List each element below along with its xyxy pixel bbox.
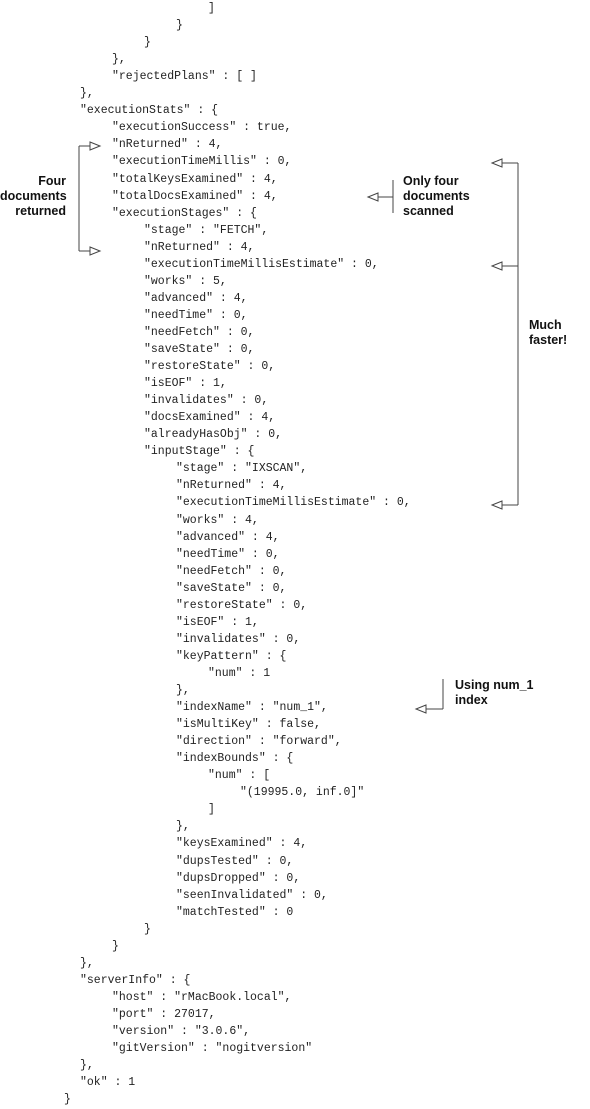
code-line: }: [144, 922, 151, 936]
code-line: "num" : [: [208, 769, 271, 783]
code-line: "nReturned" : 4,: [144, 240, 255, 254]
code-line: "port" : 27017,: [112, 1007, 216, 1021]
code-line: "version" : "3.0.6",: [112, 1025, 251, 1038]
code-line: "ok" : 1: [80, 1076, 136, 1090]
code-line: "(19995.0, inf.0]": [240, 786, 365, 800]
code-line: },: [80, 1059, 94, 1073]
callout-using-num-1-index: Using num_1 index: [455, 678, 534, 708]
code-line: "totalDocsExamined" : 4,: [112, 189, 278, 203]
code-line: "works" : 5,: [144, 274, 227, 288]
four-docs-arrowhead-top: [89, 141, 102, 151]
code-line: "rejectedPlans" : [ ]: [112, 70, 257, 84]
much-faster-arrowhead-3: [490, 500, 503, 510]
four-docs-arrowhead-bottom: [89, 246, 102, 256]
callout-line: documents: [403, 189, 470, 203]
code-line: "direction" : "forward",: [176, 735, 342, 749]
code-line: "saveState" : 0,: [144, 343, 255, 356]
callout-line: Using num_1: [455, 678, 534, 692]
code-line: "num" : 1: [208, 666, 271, 680]
code-line: "advanced" : 4,: [144, 291, 248, 305]
code-line: "indexName" : "num_1",: [176, 701, 328, 715]
code-line: "executionStats" : {: [80, 104, 219, 118]
code-line: "invalidates" : 0,: [176, 632, 301, 646]
code-line: "keysExamined" : 4,: [176, 837, 308, 851]
code-line: "needFetch" : 0,: [144, 325, 255, 339]
code-line: "nReturned" : 4,: [176, 479, 287, 493]
code-line: "executionStages" : {: [112, 206, 257, 220]
using-index-arrowhead: [414, 704, 427, 714]
callout-line: scanned: [403, 204, 454, 218]
code-line: "works" : 4,: [176, 513, 259, 527]
code-line: "matchTested" : 0: [176, 905, 294, 919]
code-line: "inputStage" : {: [144, 445, 255, 459]
code-line: "restoreState" : 0,: [144, 360, 276, 374]
code-line: "serverInfo" : {: [80, 973, 191, 987]
code-line: "stage" : "FETCH",: [144, 223, 269, 237]
callout-line: returned: [15, 204, 66, 218]
code-line: "saveState" : 0,: [176, 581, 287, 595]
callout-line: faster!: [529, 333, 568, 347]
code-line: ]: [208, 2, 215, 15]
code-line: "advanced" : 4,: [176, 530, 280, 544]
code-line: "indexBounds" : {: [176, 752, 294, 766]
code-line: }: [64, 1093, 71, 1107]
much-faster-arrowhead-1: [490, 158, 503, 168]
code-line: "dupsTested" : 0,: [176, 854, 294, 868]
code-line: "alreadyHasObj" : 0,: [144, 428, 283, 442]
callout-much-faster: Much faster!: [529, 318, 567, 348]
callout-four-documents-returned: Four documents returned: [0, 174, 67, 219]
code-line: "isMultiKey" : false,: [176, 718, 321, 732]
code-line: "needFetch" : 0,: [176, 564, 287, 578]
callout-line: Four: [38, 174, 66, 188]
code-line: "isEOF" : 1,: [144, 377, 227, 391]
code-line: "executionTimeMillisEstimate" : 0,: [176, 496, 411, 510]
code-line: }: [112, 939, 119, 953]
code-line: "stage" : "IXSCAN",: [176, 462, 308, 476]
code-line: "needTime" : 0,: [176, 547, 280, 561]
code-line: },: [176, 684, 190, 697]
code-line: },: [80, 956, 94, 970]
code-line: }: [176, 19, 183, 33]
only-four-arrowhead: [366, 192, 379, 202]
callout-line: documents: [0, 189, 67, 203]
code-line: "dupsDropped" : 0,: [176, 871, 301, 885]
code-line: "needTime" : 0,: [144, 308, 248, 322]
callout-line: index: [455, 693, 488, 707]
callout-only-four-documents-scanned: Only four documents scanned: [403, 174, 470, 219]
code-line: "isEOF" : 1,: [176, 615, 259, 629]
code-line: "restoreState" : 0,: [176, 598, 308, 612]
code-line: "invalidates" : 0,: [144, 394, 269, 408]
code-line: "host" : "rMacBook.local",: [112, 990, 292, 1004]
code-line: "executionSuccess" : true,: [112, 121, 292, 135]
code-line: "executionTimeMillisEstimate" : 0,: [144, 257, 379, 271]
code-line: "executionTimeMillis" : 0,: [112, 155, 292, 169]
callout-line: Only four: [403, 174, 459, 188]
callout-line: Much: [529, 318, 562, 332]
code-line: "keyPattern" : {: [176, 649, 287, 663]
code-line: "nReturned" : 4,: [112, 138, 223, 152]
code-line: "docsExamined" : 4,: [144, 411, 276, 425]
much-faster-arrowhead-2: [490, 261, 503, 271]
code-line: },: [112, 53, 126, 67]
code-line: ]: [208, 803, 215, 817]
code-line: },: [80, 87, 94, 101]
code-line: },: [176, 820, 190, 834]
code-line: "seenInvalidated" : 0,: [176, 888, 328, 902]
code-line: "totalKeysExamined" : 4,: [112, 172, 278, 186]
code-line: }: [144, 36, 151, 50]
code-line: "gitVersion" : "nogitversion": [112, 1042, 313, 1056]
